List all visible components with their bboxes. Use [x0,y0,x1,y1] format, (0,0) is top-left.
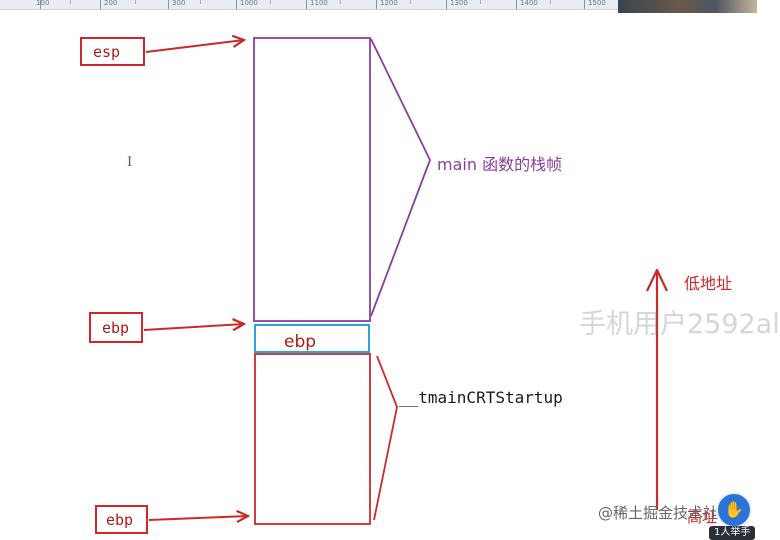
ruler-tick [516,0,517,9]
main-frame-brace [370,38,431,317]
ruler-tick [584,0,585,9]
ruler-tick [410,0,411,4]
esp-arrow [145,40,244,53]
ruler-tick [40,0,41,9]
ruler-label: 1300 [450,0,468,7]
i-beam-cursor-icon: I [127,155,133,170]
ruler-label: 1000 [240,0,258,7]
ruler-tick [236,0,237,9]
tmain-stack-frame-box [254,353,371,525]
stack-frame-diagram: main 函数的栈帧 ebp __tmainCRTStartup esp ebp… [80,0,732,534]
ruler-label: 1100 [310,0,328,7]
site-credit: @稀土掘金技术社区 [598,504,734,522]
saved-ebp-label: ebp [284,332,316,352]
ruler-label: 1500 [588,0,606,7]
ebp-label-bottom: ebp [106,511,133,529]
ruler-tick [200,0,201,4]
ruler-tick [340,0,341,4]
esp-register-box [80,37,145,66]
ruler-tick [550,0,551,4]
ruler-label: 300 [172,0,186,7]
saved-ebp-slot [254,324,370,353]
low-address-label: 低地址 [684,274,732,293]
main-frame-label: main 函数的栈帧 [437,155,562,174]
ruler-tick [446,0,447,9]
ruler-label: 1200 [380,0,398,7]
ruler-tick [100,0,101,9]
user-watermark: 手机用户2592al [579,309,780,340]
ebp-register-box-middle [89,312,143,343]
ruler-tick [306,0,307,9]
ebp-arrow-middle [143,324,244,330]
ebp-label-middle: ebp [102,319,129,337]
ruler-tick [480,0,481,4]
webcam-thumbnail [618,0,757,13]
tmain-label: __tmainCRTStartup [399,388,563,407]
address-direction-arrowhead [646,268,668,292]
ruler-tick [376,0,377,9]
ebp-register-box-bottom [95,505,148,534]
ebp-arrow-bottom [148,516,248,520]
top-ruler: 100 200 300 1000 1100 1200 1300 1400 150… [0,0,620,10]
esp-label: esp [93,43,120,61]
main-stack-frame-box [253,37,371,322]
hand-raise-count-badge[interactable]: 1人举手 [709,526,756,540]
high-address-label: 高址 [687,508,717,526]
ruler-label: 1400 [520,0,538,7]
raise-hand-icon[interactable]: ✋ [716,492,752,528]
ruler-tick [168,0,169,9]
ruler-label: 100 [36,0,50,7]
ruler-tick [270,0,271,4]
ruler-label: 200 [104,0,118,7]
ruler-tick [135,0,136,4]
tmain-frame-brace [373,355,398,521]
ruler-tick [70,0,71,4]
